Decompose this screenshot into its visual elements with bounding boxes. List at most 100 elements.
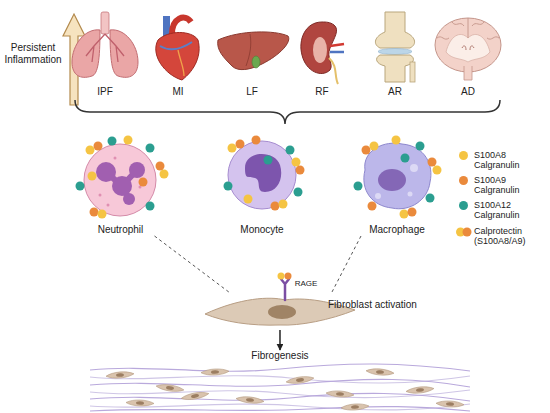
text-group: Neutrophil — [78, 224, 163, 236]
fibrotic-tissue — [326, 390, 354, 398]
rage-receptor — [281, 279, 289, 300]
protein-dots — [76, 182, 85, 191]
protein-dots — [416, 142, 425, 151]
neutrophil-cell — [123, 193, 135, 205]
protein-dots — [146, 202, 155, 211]
protein-dots — [139, 178, 148, 187]
grouping-brace — [75, 100, 500, 124]
protein-dots — [224, 136, 305, 211]
protein-dots — [160, 170, 169, 179]
fibrotic-tissue — [286, 375, 315, 385]
brain-illustration — [446, 34, 490, 62]
legend-entry: S100A8 Calgranulin — [456, 150, 546, 172]
dashed-connector — [155, 236, 229, 292]
cell-label: Neutrophil — [78, 224, 163, 236]
monocyte-cell — [228, 141, 296, 209]
grouping-brace — [75, 100, 500, 124]
kidney-illustration — [301, 22, 344, 84]
fibrotic-tissue — [90, 364, 470, 411]
organ-illustration: MI — [143, 10, 213, 98]
text-group: LF — [217, 86, 287, 98]
organ-label: AR — [360, 86, 430, 98]
liver-illustration — [246, 34, 251, 66]
cell-label: Monocyte — [222, 224, 302, 236]
neutrophil-cell — [99, 194, 102, 197]
dashed-connector — [332, 236, 361, 292]
kidney-illustration — [330, 51, 344, 54]
monocyte-cell — [228, 141, 296, 209]
macrophage-cell — [375, 193, 381, 199]
knee-illustration — [378, 49, 412, 55]
protein-dots — [279, 200, 288, 209]
protein-dots — [244, 195, 253, 204]
text-group: Fibroblast activation — [328, 299, 438, 311]
fibroblast-cell-shape — [268, 305, 296, 319]
heart-illustration — [156, 16, 199, 80]
lungs-illustration — [110, 30, 138, 78]
text-group: Fibrogenesis — [90, 350, 470, 362]
organ-illustration: AD — [433, 10, 503, 98]
protein-dots — [124, 136, 133, 145]
fibrotic-tissue — [406, 386, 434, 395]
text-group: MI — [143, 86, 213, 98]
neutrophil-cell — [96, 162, 116, 182]
fibrotic-tissue — [201, 368, 229, 375]
protein-dots — [86, 146, 95, 155]
protein-dots — [428, 158, 437, 167]
organ-label: MI — [143, 86, 213, 98]
fibrotic-tissue — [126, 400, 154, 407]
organ-illustration: AR — [360, 10, 430, 98]
knee-illustration — [375, 12, 415, 82]
neutrophil-cell — [129, 162, 145, 178]
fibrotic-tissue — [90, 376, 470, 383]
knee-illustration — [410, 62, 415, 82]
cell-label: Macrophage — [352, 224, 442, 236]
lungs-illustration — [101, 12, 109, 34]
neutrophil-cell — [114, 157, 117, 160]
heart-illustration — [172, 18, 191, 34]
text-group: RF — [287, 86, 357, 98]
kidney-illustration — [313, 37, 327, 63]
macrophage-cell — [364, 143, 431, 209]
protein-dots — [294, 188, 303, 197]
protein-dots — [252, 136, 261, 145]
text-group: Monocyte — [222, 224, 302, 236]
brain-illustration — [462, 46, 474, 50]
fibrotic-tissue — [236, 396, 264, 405]
legend-swatch — [459, 176, 468, 185]
fibrotic-tissue — [90, 407, 470, 411]
protein-dots — [228, 144, 237, 153]
protein-dots — [296, 166, 305, 175]
protein-dots — [146, 144, 155, 153]
protein-dots — [354, 182, 363, 191]
protein-dots — [354, 136, 442, 219]
immune-cell: Neutrophil — [78, 138, 163, 236]
macrophage-cell — [410, 164, 418, 172]
protein-dots — [236, 140, 245, 149]
protein-dots — [370, 142, 379, 151]
axis-label: Persistent Inflammation — [2, 42, 64, 66]
legend-swatch — [459, 151, 468, 160]
legend-entry: S100A12 Calgranulin — [456, 200, 546, 222]
fibrotic-tissue — [341, 403, 369, 411]
organ-label: LF — [217, 86, 287, 98]
process-label: Fibrogenesis — [90, 350, 470, 362]
heart-illustration — [160, 42, 192, 49]
organ-illustration: LF — [217, 10, 287, 98]
protein-dots — [224, 182, 233, 191]
macrophage-cell — [408, 192, 413, 197]
protein-dots — [401, 154, 410, 163]
brain-illustration — [435, 18, 501, 72]
fibrotic-tissue — [366, 368, 394, 376]
organ-label: RF — [287, 86, 357, 98]
protein-dots — [286, 146, 295, 155]
legend-entry: Calprotectin (S100A8/A9) — [456, 226, 546, 248]
text-group: AR — [360, 86, 430, 98]
organ-label: AD — [433, 86, 503, 98]
protein-dots — [76, 136, 169, 219]
fibrotic-tissue — [90, 379, 470, 387]
protein-dots — [400, 210, 409, 219]
protein-dots — [156, 162, 165, 171]
legend-swatch — [459, 201, 468, 210]
